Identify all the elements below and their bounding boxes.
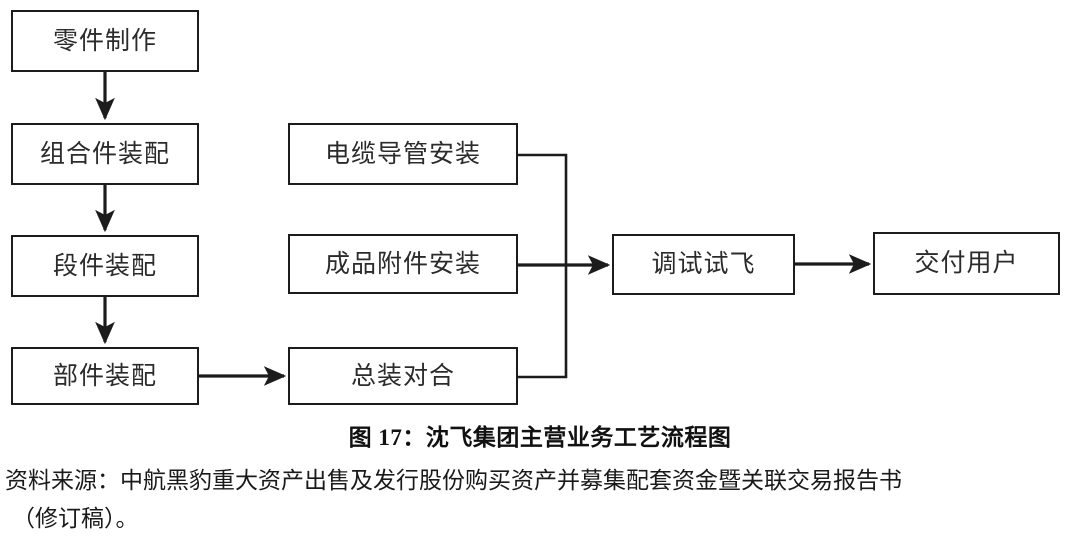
edge-cable-to-bus [518,153,568,265]
figure-caption: 图 17：沈飞集团主营业务工艺流程图 [348,425,732,450]
edge-final-to-bus [518,265,568,379]
figure-source: 资料来源：中航黑豹重大资产出售及发行股份购买资产并募集配套资金暨关联交易报告书 … [5,462,1077,538]
node-test-flight[interactable]: 调试试飞 [612,234,795,295]
node-cable-conduit-install[interactable]: 电缆导管安装 [288,123,518,185]
node-component-assembly[interactable]: 部件装配 [11,347,199,405]
node-section-assembly[interactable]: 段件装配 [11,235,199,297]
source-line-primary: 资料来源：中航黑豹重大资产出售及发行股份购买资产并募集配套资金暨关联交易报告书 [5,468,902,493]
node-parts-manufacturing[interactable]: 零件制作 [11,10,199,72]
flowchart-connectors [95,72,872,386]
node-finished-fittings-install[interactable]: 成品附件安装 [288,234,518,294]
node-delivery-to-customer[interactable]: 交付用户 [873,232,1060,295]
source-line-secondary: （修订稿）。 [12,506,139,531]
node-subassembly[interactable]: 组合件装配 [11,123,199,185]
node-final-assembly-mating[interactable]: 总装对合 [288,347,518,405]
